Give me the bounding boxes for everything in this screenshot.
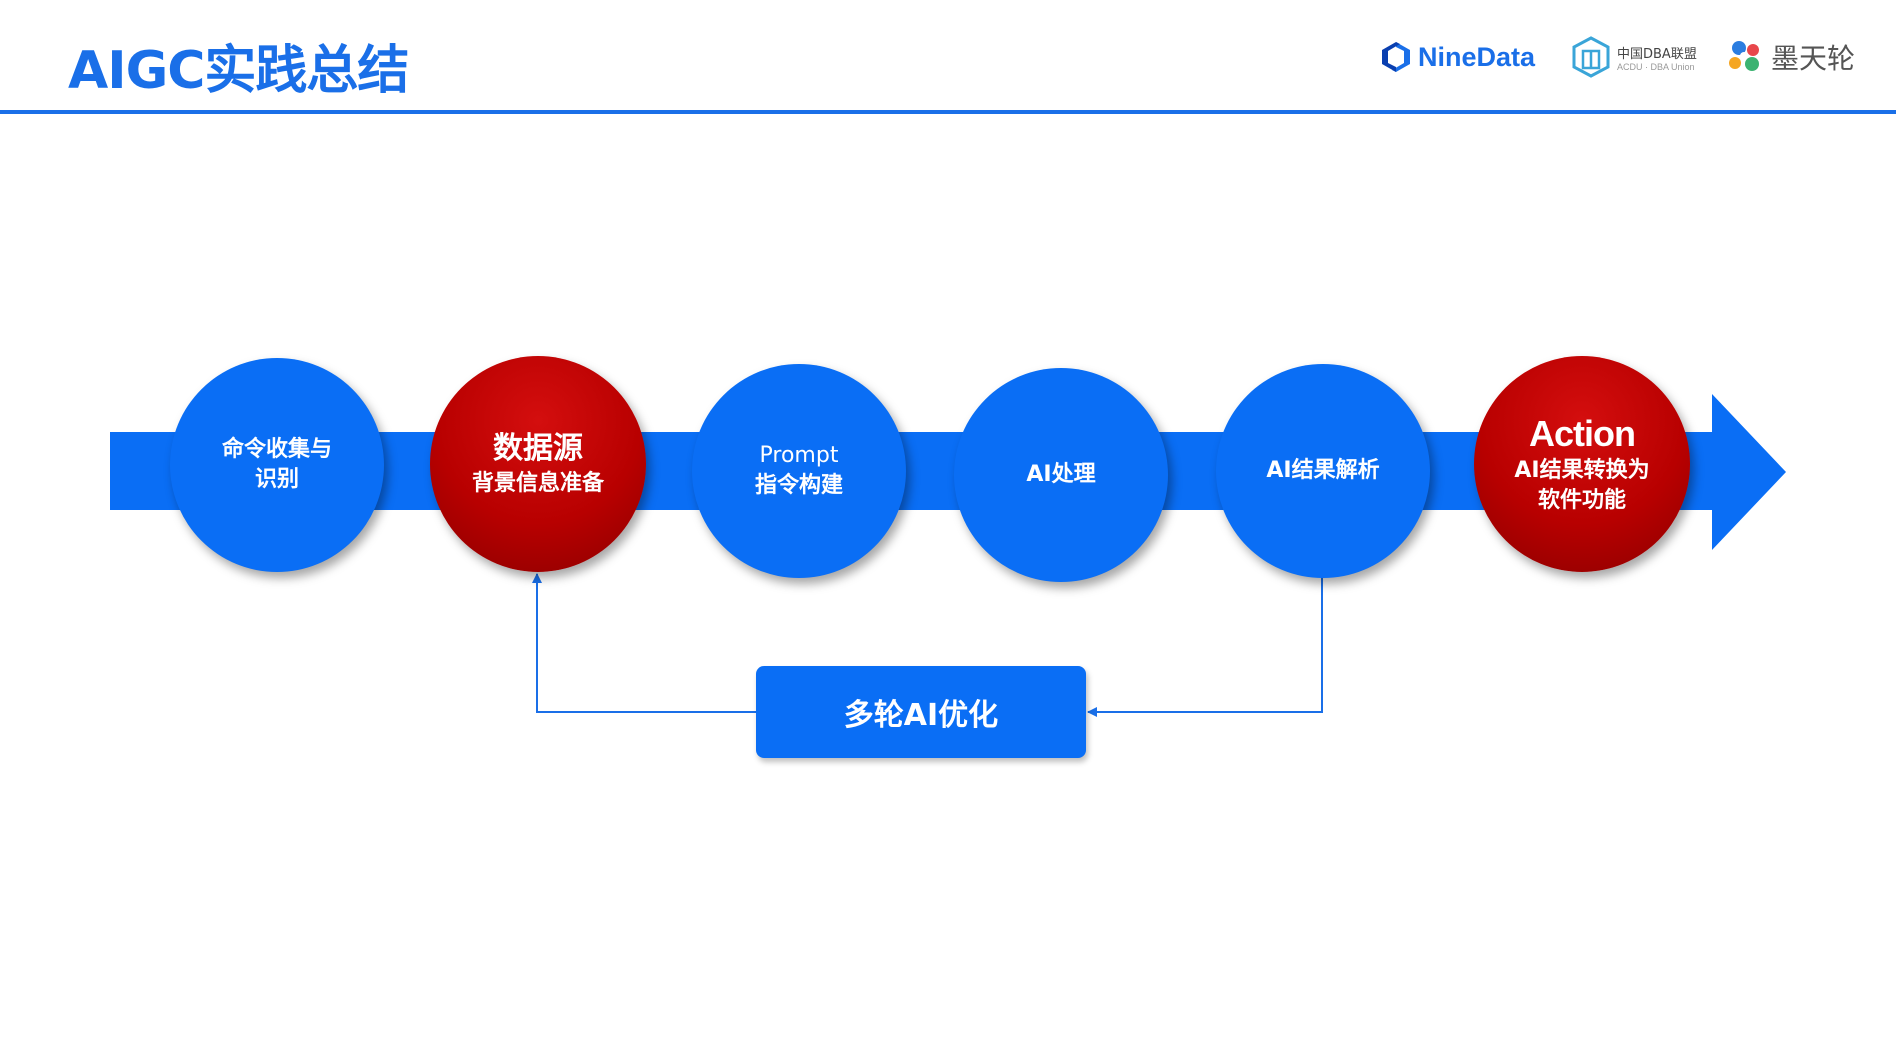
step-5-line-1: AI结果解析: [1266, 458, 1380, 483]
step-4-line-1: AI处理: [1026, 462, 1096, 487]
step-3-line-1: Prompt: [759, 443, 839, 468]
step-3-line-2: 指令构建: [754, 473, 843, 498]
step-command-collection: 命令收集与 识别: [170, 358, 384, 572]
motianlun-logo-icon: [1729, 41, 1759, 71]
dba-union-logo-subtext: ACDU · DBA Union: [1617, 61, 1695, 72]
step-6-line-3: 软件功能: [1537, 488, 1626, 513]
step-1-line-2: 识别: [254, 467, 299, 492]
multi-round-optimization-box: 多轮AI优化: [756, 666, 1086, 758]
step-ai-processing: AI处理: [954, 368, 1168, 582]
dba-union-logo-icon: [1572, 36, 1610, 78]
step-2-line-2: 背景信息准备: [471, 471, 604, 496]
ninedata-logo-text: NineData: [1418, 41, 1536, 72]
step-ai-result-parsing: AI结果解析: [1216, 364, 1430, 578]
motianlun-logo: 墨天轮: [1725, 34, 1855, 80]
multi-round-optimization-label: 多轮AI优化: [843, 698, 999, 733]
ninedata-logo: NineData: [1380, 34, 1535, 80]
step-6-line-1: Action: [1529, 413, 1636, 454]
step-action: Action AI结果转换为 软件功能: [1474, 356, 1690, 572]
step-data-source: 数据源 背景信息准备: [430, 356, 646, 572]
ninedata-logo-icon: [1382, 42, 1410, 72]
feedback-line-to-data-source: [532, 573, 756, 713]
header-divider: [0, 110, 1896, 114]
feedback-line-from-ai-parse: [1087, 570, 1323, 717]
step-prompt-construction: Prompt 指令构建: [692, 364, 906, 578]
step-2-line-1: 数据源: [493, 431, 583, 466]
page-title: AIGC实践总结: [68, 41, 409, 101]
step-6-line-2: AI结果转换为: [1514, 458, 1650, 483]
dba-union-logo-text: 中国DBA联盟: [1617, 46, 1697, 62]
motianlun-logo-text: 墨天轮: [1771, 42, 1856, 75]
dba-union-logo: 中国DBA联盟 ACDU · DBA Union: [1571, 34, 1697, 80]
step-1-line-1: 命令收集与: [221, 437, 332, 462]
